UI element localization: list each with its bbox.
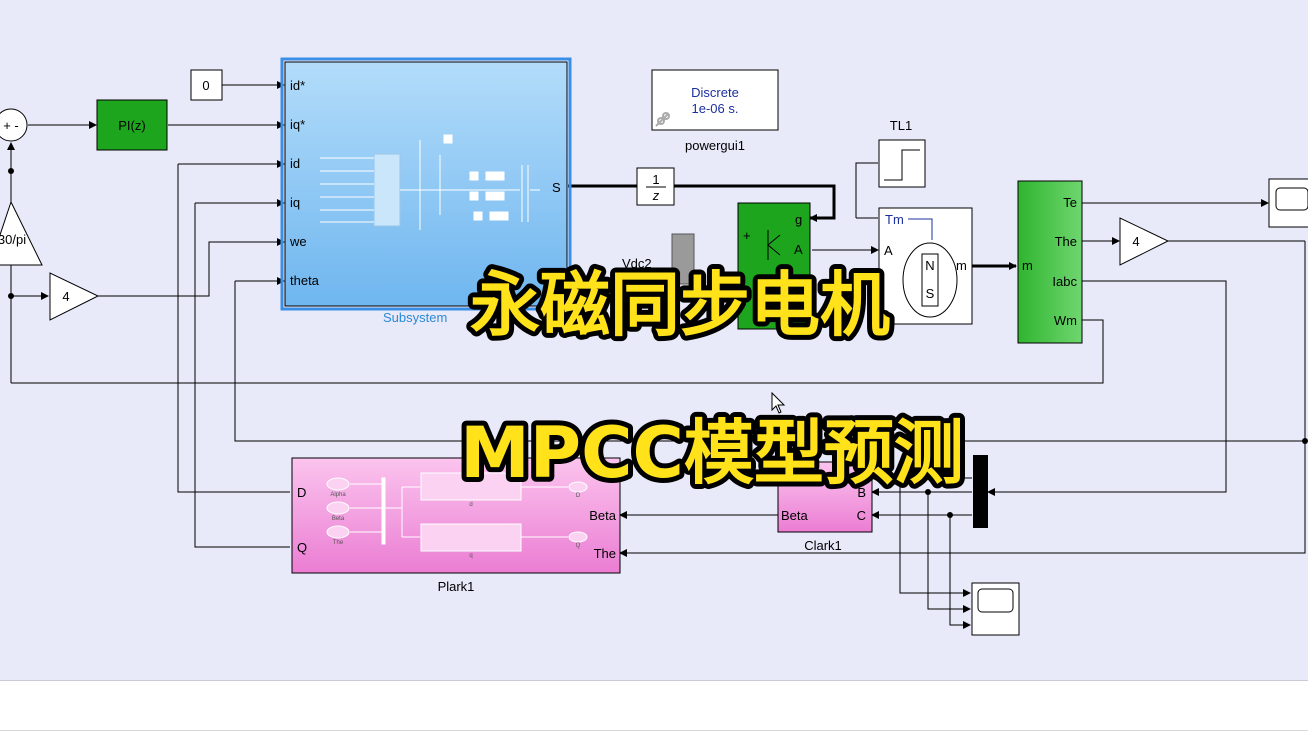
inverter-port-plus: + xyxy=(743,228,751,243)
unit-delay-den: z xyxy=(652,188,660,203)
abc-demux-bar[interactable] xyxy=(973,455,988,528)
powergui-name: powergui1 xyxy=(685,138,745,153)
plark-inner-out-q: Q xyxy=(576,543,581,549)
subsystem-port-idref: id* xyxy=(290,78,305,93)
clark-name: Clark1 xyxy=(804,538,842,553)
motor-port-tm: Tm xyxy=(885,212,904,227)
constant-label: 0 xyxy=(202,78,209,93)
step-icon xyxy=(884,149,920,181)
motor-port-m: m xyxy=(956,258,967,273)
subsystem-port-iq: iq xyxy=(290,195,300,210)
junction-dots xyxy=(8,168,1308,518)
constant-block[interactable]: 0 xyxy=(190,69,223,101)
scope-icon xyxy=(1275,187,1308,211)
status-bar xyxy=(0,681,1308,736)
scope-top-right[interactable] xyxy=(1268,178,1308,228)
demux-port-the: The xyxy=(1055,234,1077,249)
vdc-label: Vdc2 xyxy=(622,256,652,271)
plark-port-d: D xyxy=(297,485,306,500)
clark-port-b: B xyxy=(857,485,866,500)
unit-delay-block[interactable]: 1 z xyxy=(636,167,675,206)
pole-n: N xyxy=(925,258,934,273)
demux-port-te: Te xyxy=(1063,195,1077,210)
powergui-block[interactable]: Discrete 1e-06 s. powergui1 xyxy=(651,69,779,153)
clark-port-beta: Beta xyxy=(781,508,809,523)
pi-label: PI(z) xyxy=(118,118,145,133)
pmsm-motor-block[interactable]: Tm A m N S xyxy=(878,207,973,325)
scope-bottom[interactable] xyxy=(971,582,1020,636)
subsystem-port-we: we xyxy=(289,234,307,249)
demux-port-m: m xyxy=(1022,258,1033,273)
gain-left-block[interactable]: 4 xyxy=(49,272,100,321)
clark-block[interactable]: B C Beta Clark1 xyxy=(777,461,873,553)
unit-delay-num: 1 xyxy=(652,172,659,187)
plark-inner-the: The xyxy=(333,540,344,546)
inverter-port-a: A xyxy=(794,242,803,257)
gain-30pi-label: 30/pi xyxy=(0,232,26,247)
plark-port-q: Q xyxy=(297,540,307,555)
gain-right-label: 4 xyxy=(1132,234,1139,249)
gain-right-block[interactable]: 4 xyxy=(1119,217,1170,266)
motor-port-a: A xyxy=(884,243,893,258)
signal-lines xyxy=(7,81,1306,629)
overlay-subtitle: MPCC模型预测 xyxy=(460,412,964,494)
pi-controller-block[interactable]: PI(z) xyxy=(96,99,168,151)
powergui-step: 1e-06 s. xyxy=(692,101,739,116)
measurement-demux-block[interactable]: m Te The Iabc Wm xyxy=(1017,180,1083,344)
sum-signs: + - xyxy=(3,118,19,133)
subsystem-inner-preview xyxy=(320,134,540,230)
plark-port-beta: Beta xyxy=(589,508,617,523)
block-diagram: + - PI(z) 30/pi 4 0 xyxy=(0,57,1308,636)
plark-inner-preview xyxy=(326,472,588,552)
mouse-cursor-icon xyxy=(771,391,786,414)
demux-port-iabc: Iabc xyxy=(1052,274,1077,289)
status-divider xyxy=(0,730,1308,731)
tl1-step-block[interactable]: TL1 xyxy=(878,118,926,188)
plark-inner-beta: Beta xyxy=(332,516,345,522)
igbt-icon xyxy=(767,230,781,260)
gain-left-label: 4 xyxy=(62,289,69,304)
plark-block[interactable]: Alpha Beta The d q D Q D Q Beta The Plar… xyxy=(291,457,621,594)
plark-inner-out-d: D xyxy=(576,493,581,499)
plark-name: Plark1 xyxy=(438,579,475,594)
subsystem-port-theta: theta xyxy=(290,273,320,288)
scope-icon xyxy=(977,588,1014,613)
model-canvas[interactable]: + - PI(z) 30/pi 4 0 xyxy=(0,0,1308,681)
subsystem-name: Subsystem xyxy=(383,310,447,325)
demux-port-wm: Wm xyxy=(1054,313,1077,328)
inverter-block[interactable]: g + A xyxy=(737,202,811,330)
vdc-source-block[interactable]: Vdc2 xyxy=(622,233,695,285)
tl1-name: TL1 xyxy=(890,118,912,133)
pole-s: S xyxy=(926,286,935,301)
powergui-mode: Discrete xyxy=(691,85,739,100)
clark-port-c: C xyxy=(857,508,866,523)
plark-inner-d: d xyxy=(469,502,472,508)
subsystem-port-s: S xyxy=(552,180,561,195)
subsystem-port-id: id xyxy=(290,156,300,171)
plark-inner-q: q xyxy=(469,553,472,559)
plark-port-the: The xyxy=(594,546,616,561)
plark-inner-alpha: Alpha xyxy=(330,492,346,498)
subsystem-port-iqref: iq* xyxy=(290,117,305,132)
inverter-port-g: g xyxy=(795,212,802,227)
link-icon xyxy=(655,112,670,127)
subsystem-block[interactable]: id* iq* id iq we theta S Subsystem xyxy=(280,57,572,325)
gain-30pi-block[interactable]: 30/pi xyxy=(0,200,43,266)
sum-block[interactable]: + - xyxy=(0,108,28,142)
overlay-title: 永磁同步电机 xyxy=(470,264,890,346)
